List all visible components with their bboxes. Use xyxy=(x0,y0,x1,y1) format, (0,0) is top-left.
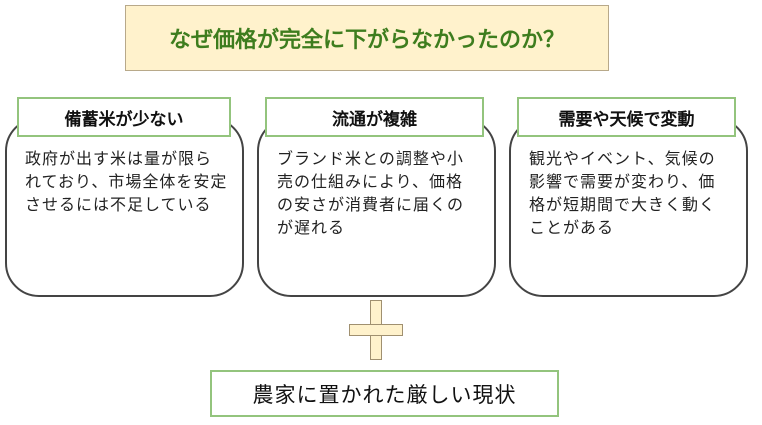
diagram-title: なぜ価格が完全に下がらなかったのか？ xyxy=(125,5,609,71)
card-body: ブランド米との調整や小売の仕組みにより、価格の安さが消費者に届くのが遅れる xyxy=(277,149,465,237)
reason-card-demand: 観光やイベント、気候の影響で需要が変わり、価格が短期間で大きく動くことがある xyxy=(509,117,748,297)
card-heading: 備蓄米が少ない xyxy=(17,97,231,137)
reason-card-distribution: ブランド米との調整や小売の仕組みにより、価格の安さが消費者に届くのが遅れる xyxy=(257,117,496,297)
card-heading: 流通が複雑 xyxy=(265,97,484,137)
conclusion-box: 農家に置かれた厳しい現状 xyxy=(210,370,559,417)
reason-card-reserve: 政府が出す米は量が限られており、市場全体を安定させるには不足している xyxy=(5,117,244,297)
card-body: 観光やイベント、気候の影響で需要が変わり、価格が短期間で大きく動くことがある xyxy=(529,149,717,237)
card-body: 政府が出す米は量が限られており、市場全体を安定させるには不足している xyxy=(25,149,228,214)
card-heading: 需要や天候で変動 xyxy=(517,97,736,137)
